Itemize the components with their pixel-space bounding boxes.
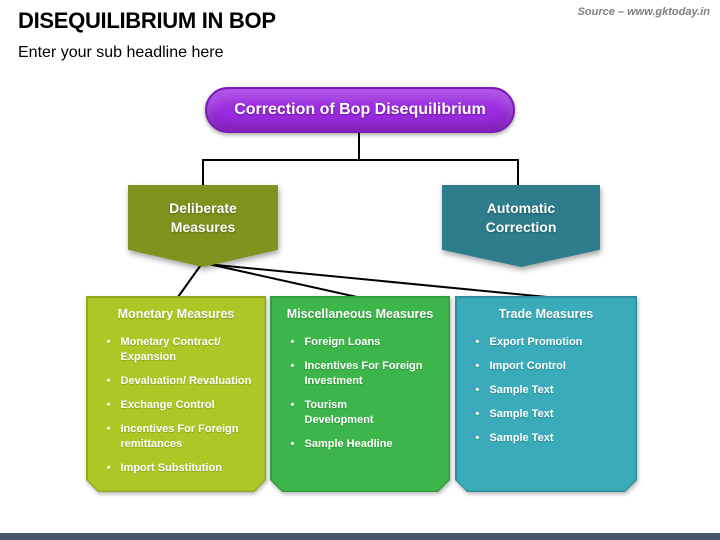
list-item: Export Promotion xyxy=(476,335,632,350)
bullet-list: Foreign Loans Incentives For Foreign Inv… xyxy=(272,335,449,452)
list-item: Devaluation/ Revaluation xyxy=(107,374,261,389)
box-title: Miscellaneous Measures xyxy=(286,306,434,321)
list-item: Sample Text xyxy=(476,407,632,422)
list-item: Sample Headline xyxy=(291,437,445,452)
node-label: Deliberate Measures xyxy=(169,200,237,235)
list-item: Foreign Loans xyxy=(291,335,445,350)
list-item: Tourism Development xyxy=(291,398,445,428)
box-border: Trade Measures Export Promotion Import C… xyxy=(455,296,637,492)
box-fill: Trade Measures Export Promotion Import C… xyxy=(457,298,636,491)
bullet-list: Export Promotion Import Control Sample T… xyxy=(457,335,636,446)
footer-bar xyxy=(0,533,720,540)
box-fill: Miscellaneous Measures Foreign Loans Inc… xyxy=(272,298,449,491)
node-automatic-correction: Automatic Correction xyxy=(442,185,600,267)
node-deliberate-measures: Deliberate Measures xyxy=(128,185,278,267)
list-item: Incentives For Foreign Investment xyxy=(291,359,445,389)
box-fill: Monetary Measures Monetary Contract/ Exp… xyxy=(88,298,265,491)
banner-shape: Deliberate Measures xyxy=(128,185,278,267)
bullet-list: Monetary Contract/ Expansion Devaluation… xyxy=(88,335,265,476)
list-item: Import Substitution xyxy=(107,461,261,476)
page-subtitle: Enter your sub headline here xyxy=(18,44,224,61)
list-item: Exchange Control xyxy=(107,398,261,413)
page-title: DISEQUILIBRIUM IN BOP xyxy=(18,8,276,33)
box-monetary-measures: Monetary Measures Monetary Contract/ Exp… xyxy=(86,296,266,492)
box-border: Miscellaneous Measures Foreign Loans Inc… xyxy=(270,296,450,492)
list-item: Import Control xyxy=(476,359,632,374)
box-title: Trade Measures xyxy=(498,306,594,321)
node-label: Correction of Bop Disequilibrium xyxy=(234,101,486,118)
banner-shape: Automatic Correction xyxy=(442,185,600,267)
node-correction-of-bop-disequilibrium: Correction of Bop Disequilibrium xyxy=(205,87,515,133)
node-label: Automatic Correction xyxy=(485,200,557,235)
box-title: Monetary Measures xyxy=(117,306,235,321)
box-miscellaneous-measures: Miscellaneous Measures Foreign Loans Inc… xyxy=(270,296,450,492)
box-trade-measures: Trade Measures Export Promotion Import C… xyxy=(455,296,637,492)
list-item: Sample Text xyxy=(476,383,632,398)
source-credit: Source – www.gktoday.in xyxy=(577,6,710,18)
list-item: Monetary Contract/ Expansion xyxy=(107,335,261,365)
list-item: Incentives For Foreign remittances xyxy=(107,422,261,452)
box-border: Monetary Measures Monetary Contract/ Exp… xyxy=(86,296,266,492)
list-item: Sample Text xyxy=(476,431,632,446)
